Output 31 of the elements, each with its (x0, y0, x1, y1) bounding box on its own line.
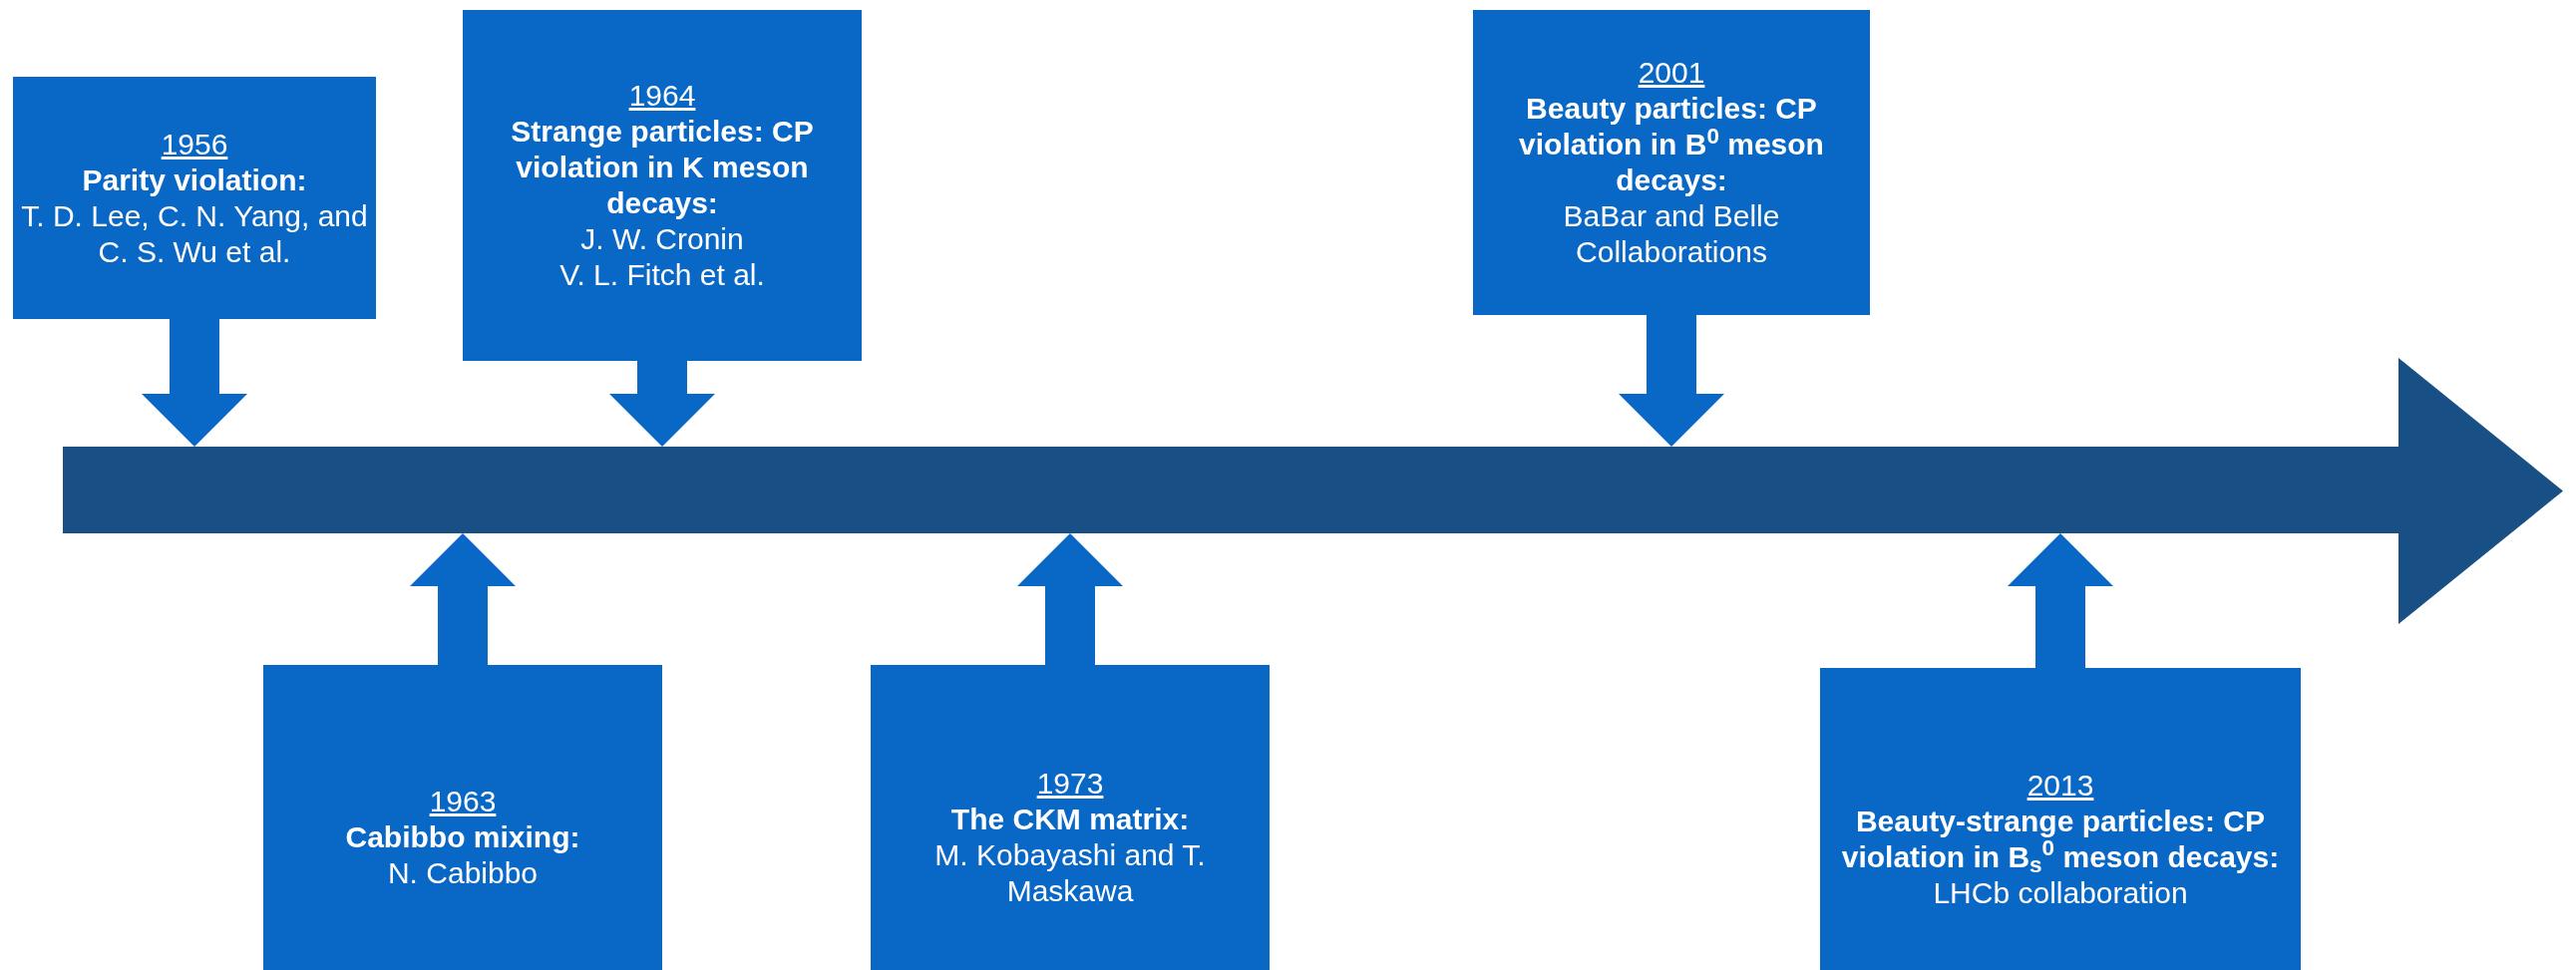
year: 1963 (429, 784, 497, 819)
event-heading: Parity violation: (82, 162, 307, 198)
event-credit: M. Kobayashi and T. Maskawa (933, 837, 1207, 909)
year: 2001 (1638, 55, 1705, 91)
event-box (263, 665, 662, 970)
year: 2013 (2026, 767, 2094, 804)
block-arrow (142, 319, 247, 447)
event-credit: T. D. Lee, C. N. Yang, and C. S. Wu et al. (21, 197, 368, 270)
year: 1956 (161, 126, 228, 162)
event-heading: Strange particles: CP violation in K meson decays: (510, 114, 815, 221)
event-credit: BaBar and Belle Collaborations (1562, 198, 1781, 270)
event-credit: J. W. Cronin (580, 221, 744, 257)
block-arrow (609, 361, 715, 447)
year: 1973 (1036, 766, 1104, 802)
event-heading: Cabibbo mixing: (345, 819, 580, 855)
block-arrow (1017, 533, 1123, 665)
block-arrow (410, 533, 516, 665)
event-box (13, 77, 376, 319)
event-credit: V. L. Fitch et al. (559, 257, 765, 293)
year: 1964 (628, 78, 696, 114)
event-credit: N. Cabibbo (387, 855, 539, 891)
event-box (871, 665, 1270, 970)
event-credit: LHCb collaboration (1933, 874, 2188, 911)
block-arrow (1619, 315, 1724, 447)
event-box (463, 10, 862, 361)
event-heading: The CKM matrix: (950, 802, 1190, 837)
event-heading: Beauty particles: CP violation in B$^{0}$ meson decays: (1518, 91, 1825, 198)
event-box (1820, 668, 2301, 970)
event-box (1473, 10, 1870, 315)
event-heading: Beauty-strange particles: CP violation in B$_{s}$$^{0}$ meson decays: (1840, 803, 2281, 875)
block-arrow (2008, 533, 2113, 668)
